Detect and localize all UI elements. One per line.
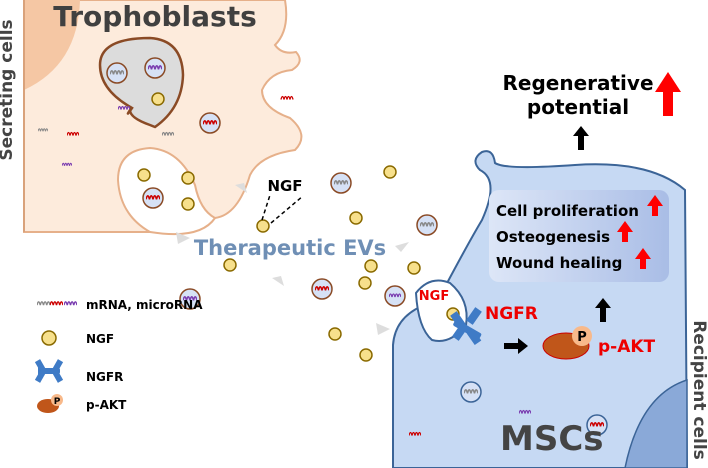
neighbor-cell-corner	[24, 0, 80, 90]
legend: mRNA, microRNA NGF NGFR P p-AKT	[34, 298, 203, 413]
legend-label: NGFR	[86, 370, 123, 384]
svg-text:P: P	[54, 397, 61, 407]
rna-icon	[37, 301, 77, 306]
legend-label: NGF	[86, 332, 114, 346]
effect-item: Wound healing	[496, 254, 622, 272]
increase-arrow-icon	[617, 221, 633, 242]
ngfr-label: NGFR	[485, 304, 538, 324]
effects-list: Cell proliferation Osteogenesis Wound he…	[496, 195, 663, 272]
therapeutic-evs-label: Therapeutic EVs	[194, 236, 386, 260]
ngf-callout-label: NGF	[267, 177, 302, 195]
extracellular-vesicles	[176, 165, 438, 362]
regenerative-line1: Regenerative	[502, 71, 653, 95]
ngf-icon	[41, 330, 57, 346]
recipient-cells-label: Recipient cells	[689, 320, 708, 460]
trophoblast-cell	[23, 0, 303, 236]
increase-arrow-icon	[647, 195, 663, 216]
flow-arrows	[176, 183, 409, 335]
regenerative-line2: potential	[527, 95, 629, 119]
legend-label: p-AKT	[86, 398, 127, 412]
increase-arrow-icon	[635, 248, 651, 269]
ngf-callout: NGF	[261, 177, 304, 224]
arrow-up-icon	[573, 126, 589, 150]
increase-arrow-icon	[655, 72, 681, 116]
secreting-cells-label: Secreting cells	[0, 19, 17, 160]
pakt-label: p-AKT	[598, 337, 656, 357]
ngfr-receptor	[450, 307, 482, 346]
trophoblasts-title: Trophoblasts	[53, 0, 257, 33]
pakt-icon: P	[37, 394, 63, 413]
effect-item: Osteogenesis	[496, 228, 610, 246]
mscs-title: MSCs	[500, 419, 604, 459]
ngfr-icon	[34, 359, 64, 383]
phospho-label: P	[577, 330, 587, 345]
effects-box	[489, 190, 669, 282]
legend-label: mRNA, microRNA	[86, 298, 203, 312]
ngf-pocket-label: NGF	[419, 289, 449, 304]
arrow-right-icon	[504, 338, 528, 354]
effect-item: Cell proliferation	[496, 202, 639, 220]
arrow-up-icon	[595, 298, 611, 322]
